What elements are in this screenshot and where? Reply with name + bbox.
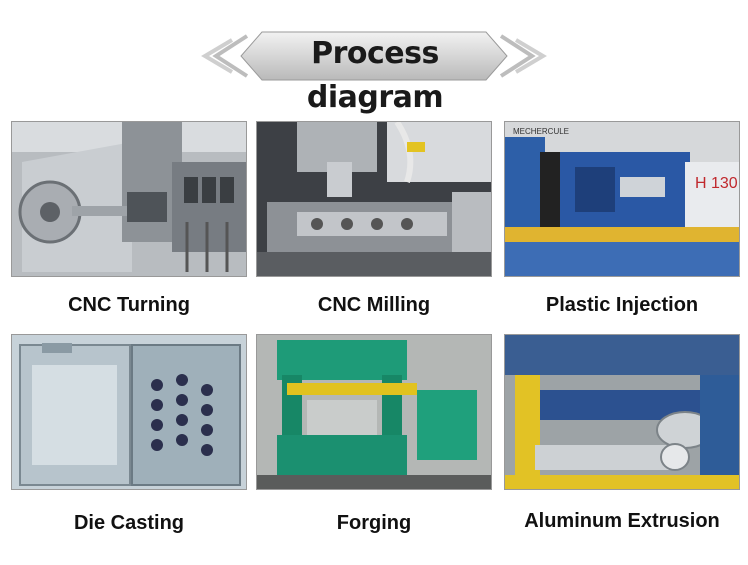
process-label: Die Casting [73, 512, 185, 534]
process-label: Plastic Injection [545, 294, 699, 316]
header-banner: Process diagram [0, 0, 748, 115]
aluminum-extrusion-photo [504, 334, 740, 490]
machine-brand-text: MECHERCULE [513, 127, 569, 136]
plastic-injection-photo: H 130 MECHERCULE [504, 121, 740, 277]
page-title: Process diagram [306, 36, 444, 115]
cnc-milling-photo [256, 121, 492, 277]
cnc-turning-photo [11, 121, 247, 277]
process-label: Aluminum Extrusion [524, 510, 720, 532]
die-casting-photo [11, 334, 247, 490]
machine-model-text: H 130 [695, 175, 738, 192]
forging-photo [256, 334, 492, 490]
process-label: Forging [336, 512, 412, 534]
banner-graphic [201, 31, 547, 81]
process-label: CNC Turning [68, 294, 190, 316]
process-label: CNC Milling [317, 294, 431, 316]
